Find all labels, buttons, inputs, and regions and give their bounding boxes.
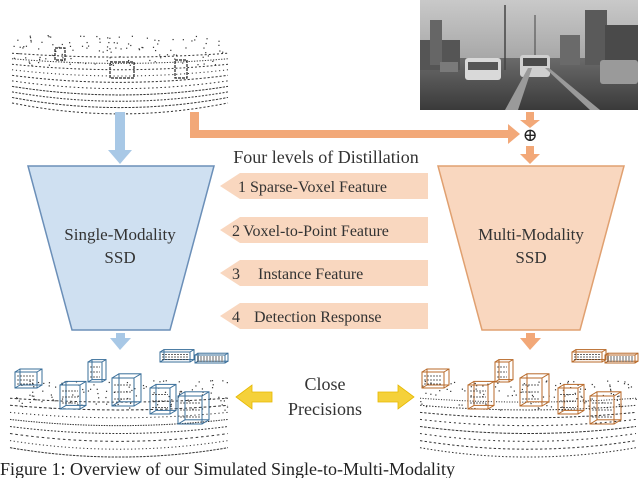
lidar-point-cloud-top [11,35,229,115]
single-modality-label-line1: Single-Modality [64,225,176,244]
camera-image [420,0,638,110]
multi-to-detection-arrow [520,333,541,350]
distillation-title: Four levels of Distillation [233,147,418,167]
close-precisions-line1: Close [304,374,345,394]
multi-modality-ssd: Multi-Modality SSD [437,165,625,331]
lidar-to-fusion-arrow [190,112,520,144]
fusion-symbol: ⊕ [522,125,537,145]
left-yellow-arrow [235,384,273,410]
single-to-detection-arrow [110,333,131,350]
fusion-to-multi-arrow [520,146,540,164]
close-precisions: Close Precisions [235,374,415,419]
multi-modality-detections [419,349,639,458]
multi-modality-label-line1: Multi-Modality [478,225,584,244]
figure-caption: Figure 1: Overview of our Simulated Sing… [0,459,455,478]
lidar-to-single-arrow [108,112,132,164]
single-modality-detections [9,349,229,458]
single-modality-label-line2: SSD [104,248,135,267]
multi-modality-label-line2: SSD [515,248,546,267]
right-yellow-arrow [377,384,415,410]
single-modality-ssd: Single-Modality SSD [27,165,215,331]
close-precisions-line2: Precisions [288,399,362,419]
camera-to-fusion-arrow [520,112,540,128]
